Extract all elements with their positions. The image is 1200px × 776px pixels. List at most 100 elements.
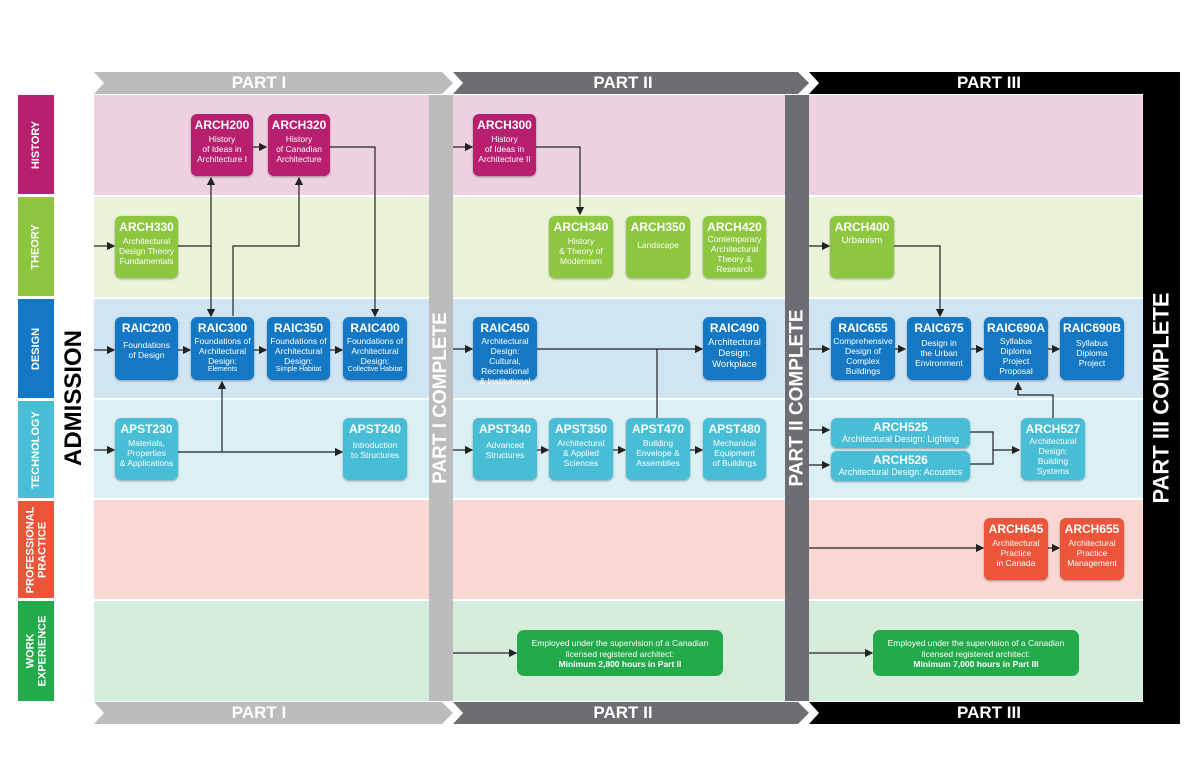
- course-desc: Comprehensive Design of Complex Building…: [833, 336, 893, 376]
- course-arch400: ARCH400 Urbanism: [830, 216, 894, 278]
- course-desc: History of Ideas in Architecture I: [196, 134, 248, 164]
- work-hours: Minimum 2,800 hours in Part II: [558, 659, 682, 669]
- course-code: APST240: [348, 422, 402, 436]
- course-desc: Architectural Design Theory Fundamentals: [118, 236, 175, 266]
- work-line2: licensed registered architect:: [921, 648, 1031, 659]
- category-work-experience: WORK EXPERIENCE: [18, 601, 54, 701]
- category-history: HISTORY: [18, 95, 54, 194]
- course-code: RAIC200: [121, 321, 172, 335]
- course-desc: Building Envelope & Assemblies: [636, 438, 680, 468]
- course-desc: Architectural Design: Building Systems: [1029, 436, 1077, 476]
- part3-complete-bar: [1143, 72, 1180, 724]
- course-raic655: RAIC655 Comprehensive Design of Complex …: [831, 317, 895, 380]
- course-code: RAIC690A: [986, 321, 1046, 335]
- course-code: ARCH340: [553, 220, 609, 234]
- course-note: Elements: [207, 366, 238, 373]
- course-code: RAIC350: [273, 321, 324, 335]
- part2-complete-bar: [785, 95, 809, 701]
- course-desc: Architectural Practice Management: [1067, 538, 1117, 568]
- course-code: APST340: [478, 422, 532, 436]
- course-desc: Architectural & Applied Sciences: [557, 438, 605, 468]
- course-code: ARCH320: [271, 118, 327, 132]
- part3-header-chevron: [809, 72, 1143, 94]
- part2-header-chevron: [453, 72, 809, 94]
- course-apst480: APST480 Mechanical Equipment of Building…: [703, 418, 766, 480]
- course-raic490: RAIC490 Architectural Design: Workplace: [703, 317, 766, 380]
- course-desc: Contemporary Architectural Theory & Rese…: [707, 234, 762, 274]
- course-raic400: RAIC400 Foundations of Architectural Des…: [343, 317, 407, 380]
- course-arch655: ARCH655 Architectural Practice Managemen…: [1060, 518, 1124, 580]
- course-desc: Architectural Practice in Canada: [992, 538, 1040, 568]
- category-professional-practice: PROFESSIONAL PRACTICE: [18, 501, 54, 598]
- course-code: ARCH330: [119, 220, 174, 234]
- course-code: ARCH655: [1064, 522, 1120, 536]
- course-raic675: RAIC675 Design in the Urban Environment: [907, 317, 971, 380]
- course-desc: Syllabus Diploma Project: [1075, 338, 1109, 368]
- part2-footer-chevron: [453, 702, 809, 724]
- band-p1-professional: [94, 500, 429, 599]
- course-arch525: ARCH525 Architectural Design: Lighting: [831, 418, 970, 448]
- course-raic450: RAIC450 Architectural Design: Cultural, …: [473, 317, 537, 386]
- course-arch200: ARCH200 History of Ideas in Architecture…: [191, 114, 253, 176]
- course-arch645: ARCH645 Architectural Practice in Canada: [984, 518, 1048, 580]
- course-desc: Architectural Design: Acoustics: [838, 467, 963, 477]
- course-code: ARCH526: [873, 453, 928, 467]
- course-apst240: APST240 Introduction to Structures: [343, 418, 407, 480]
- course-code: RAIC675: [914, 321, 964, 335]
- course-desc: History of Canadian Architecture: [276, 134, 322, 164]
- band-p2-professional: [453, 500, 785, 599]
- course-desc: History & Theory of Modernism: [559, 236, 603, 266]
- course-code: RAIC300: [197, 321, 248, 335]
- category-theory: THEORY: [18, 197, 54, 296]
- course-desc: Mechanical Equipment of Buildings: [712, 438, 757, 468]
- part2-header: PART II: [593, 73, 653, 92]
- work-line1: Employed under the supervision of a Cana…: [887, 638, 1065, 648]
- course-raic300: RAIC300 Foundations of Architectural Des…: [191, 317, 254, 380]
- course-code: RAIC690B: [1062, 321, 1122, 335]
- course-code: APST350: [554, 422, 608, 436]
- course-code: ARCH525: [873, 420, 928, 434]
- band-p1-work: [94, 601, 429, 701]
- part3-footer: PART III: [957, 703, 1021, 722]
- course-code: ARCH300: [477, 118, 532, 132]
- course-code: RAIC490: [709, 321, 760, 335]
- course-raic200: RAIC200 Foundations of Design: [115, 317, 178, 380]
- category-design: DESIGN: [18, 299, 54, 398]
- course-code: ARCH645: [988, 522, 1044, 536]
- course-desc: Foundations of Architectural Design:: [194, 336, 251, 366]
- course-arch350: ARCH350 Landscape: [626, 216, 690, 278]
- course-desc: Advanced Structures: [485, 440, 525, 460]
- work-requirement-part2: Employed under the supervision of a Cana…: [517, 630, 723, 676]
- course-desc: Architectural Design: Lighting: [841, 434, 960, 444]
- course-arch340: ARCH340 History & Theory of Modernism: [549, 216, 613, 278]
- course-code: APST480: [708, 422, 761, 436]
- course-code: ARCH400: [834, 220, 890, 234]
- course-code: ARCH420: [707, 220, 762, 234]
- course-arch526: ARCH526 Architectural Design: Acoustics: [831, 451, 970, 481]
- course-code: ARCH350: [630, 220, 686, 234]
- course-desc: History of Ideas in Architecture II: [478, 134, 531, 164]
- part1-header-chevron: [94, 72, 453, 94]
- course-code: RAIC655: [838, 321, 888, 335]
- course-desc: Urbanism: [841, 235, 883, 246]
- work-hours: Minimum 7,000 hours in Part III: [913, 659, 1039, 669]
- course-raic690a: RAIC690A Syllabus Diploma Project Propos…: [984, 317, 1048, 380]
- band-p3-history: [809, 95, 1143, 195]
- course-desc: Architectural Design: Cultural, Recreati…: [479, 336, 531, 386]
- course-arch420: ARCH420 Contemporary Architectural Theor…: [703, 216, 766, 278]
- course-code: APST230: [120, 422, 173, 436]
- course-apst350: APST350 Architectural & Applied Sciences: [549, 418, 613, 480]
- course-code: ARCH200: [194, 118, 250, 132]
- band-p3-technology: [809, 400, 1143, 498]
- course-arch300: ARCH300 History of Ideas in Architecture…: [473, 114, 536, 176]
- course-desc: Introduction to Structures: [350, 440, 400, 460]
- course-desc: Landscape: [637, 240, 679, 250]
- course-apst230: APST230 Materials, Properties & Applicat…: [115, 418, 178, 480]
- part1-header: PART I: [231, 73, 287, 92]
- course-arch320: ARCH320 History of Canadian Architecture: [268, 114, 330, 176]
- course-desc: Foundations of Architectural Design:: [346, 336, 404, 366]
- course-desc: Materials, Properties & Applications: [119, 438, 174, 468]
- course-desc: Foundations of Design: [123, 340, 170, 360]
